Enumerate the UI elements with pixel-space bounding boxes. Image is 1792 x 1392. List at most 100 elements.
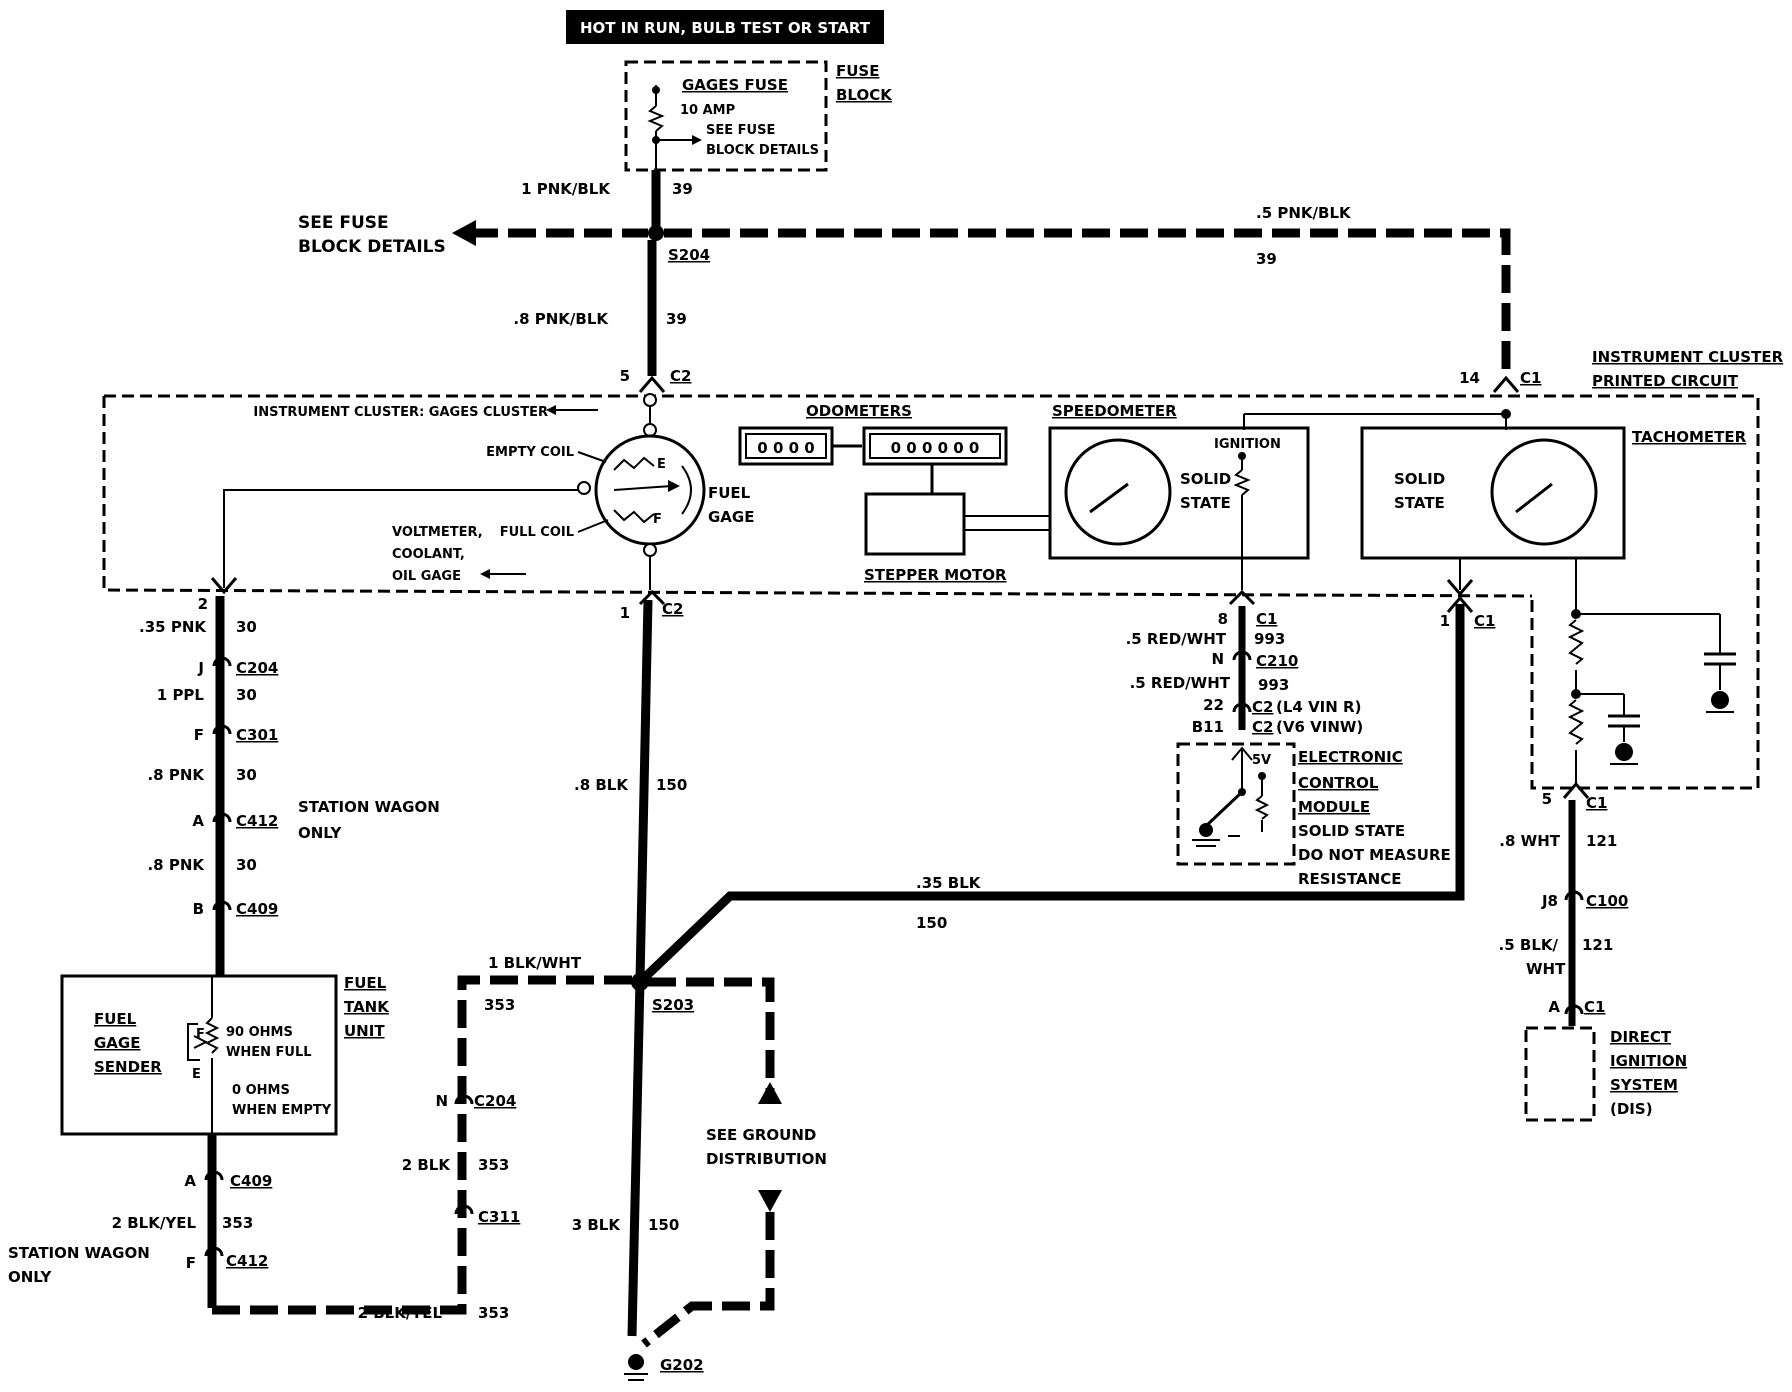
connector-c100-label: C100: [1586, 892, 1628, 910]
wire-39-right: [664, 228, 1511, 374]
connector-c204b-pin: N: [435, 1092, 448, 1110]
connector-c1-dis-top: [1562, 781, 1590, 799]
wire-353-return: [212, 975, 636, 1315]
wire-30-d-gauge: .8 PNK: [147, 856, 205, 874]
power-label-text: HOT IN RUN, BULB TEST OR START: [580, 19, 871, 37]
left-ref-1: SEE FUSE: [298, 213, 389, 233]
ignition-label: IGNITION: [1214, 437, 1281, 452]
dis-line4: (DIS): [1610, 1100, 1653, 1118]
connector-c204b-label: C204: [474, 1092, 516, 1110]
connector-c412b-pin: F: [186, 1254, 196, 1272]
speedometer: SPEEDOMETER IGNITION SOLID STATE: [1048, 402, 1310, 590]
ground-g202: G202: [624, 1354, 704, 1381]
connector-c1-tach-pin: 1: [1440, 612, 1450, 630]
connector-c2-ecm2-note: (V6 VINW): [1276, 718, 1363, 736]
connector-c2-top: [638, 375, 666, 393]
station-wagon-1-line2: ONLY: [298, 824, 343, 842]
connector-c409-label: C409: [236, 900, 278, 918]
wire-353-mid-circuit: 353: [478, 1156, 509, 1174]
fuse-block: GAGES FUSE 10 AMP SEE FUSE BLOCK DETAILS…: [624, 60, 893, 172]
connector-c2-ecm-label: C2: [1252, 698, 1273, 716]
connector-c2-ecm2-pin: B11: [1192, 718, 1224, 736]
cluster-label-2: PRINTED CIRCUIT: [1592, 372, 1739, 390]
connector-c409b-label: C409: [230, 1172, 272, 1190]
wire-gage-to-c2-left: [223, 489, 578, 588]
arrow-left-icon: [452, 220, 476, 246]
connector-c301-label: C301: [236, 726, 278, 744]
odometer-small-digits: 0 0 0 0: [757, 439, 814, 457]
connector-c1-speedo-pin: 8: [1218, 610, 1228, 628]
sender-name-1: FUEL: [94, 1010, 137, 1028]
dis-line2: IGNITION: [1610, 1052, 1687, 1070]
sender-empty-2: WHEN EMPTY: [232, 1103, 332, 1118]
wire-39-top-circuit: 39: [672, 180, 693, 198]
ecm-line5: DO NOT MEASURE: [1298, 846, 1451, 864]
arrow-down-icon: [758, 1190, 782, 1212]
ecm-line6: RESISTANCE: [1298, 870, 1401, 888]
dis-line3: SYSTEM: [1610, 1076, 1678, 1094]
stepper-motor-label: STEPPER MOTOR: [864, 566, 1007, 584]
fuel-tank-unit: FUEL GAGE SENDER F E 90 OHMS WHEN FULL 0…: [60, 974, 390, 1136]
odometer-large-digits: 0 0 0 0 0 0: [891, 439, 980, 457]
empty-coil-label: EMPTY COIL: [486, 445, 574, 460]
wire-353-sender-circuit: 353: [222, 1214, 253, 1232]
splice-s203: S203: [652, 996, 694, 1014]
splice-s204-dot: [648, 225, 664, 241]
tach-ground-network: [1567, 609, 1736, 784]
connector-c2-ecm2-label: C2: [1252, 718, 1273, 736]
wire-353-top-circuit: 353: [484, 996, 515, 1014]
wire-353-mid-gauge: 2 BLK: [402, 1156, 452, 1174]
fuel-gage-f: F: [653, 512, 662, 527]
connector-c1-speedo: [1228, 589, 1256, 606]
ecm-line3: MODULE: [1298, 798, 1370, 816]
voltmeter-label-1: VOLTMETER,: [392, 525, 483, 540]
fuse-rating: 10 AMP: [680, 103, 735, 118]
wire-30-c-circuit: 30: [236, 766, 257, 784]
cluster-outline-right: [104, 394, 1760, 790]
sender-e: E: [192, 1067, 201, 1082]
tank-unit-3: UNIT: [344, 1022, 385, 1040]
wire-30-b-circuit: 30: [236, 686, 257, 704]
fuel-gage-e: E: [657, 457, 666, 472]
connector-c1-dis-top-pin: 5: [1542, 790, 1552, 808]
sender-f: F: [196, 1027, 205, 1042]
wire-39-down-circuit: 39: [666, 310, 687, 328]
fuse-block-label-2: BLOCK: [836, 86, 893, 104]
tach-solid-1: SOLID: [1394, 470, 1445, 488]
connector-c412-label: C412: [236, 812, 278, 830]
ground-g202-label: G202: [660, 1356, 704, 1374]
splice-s204: S204: [668, 246, 710, 264]
connector-c2-bottom-pin: 1: [620, 604, 630, 622]
odometers-label: ODOMETERS: [806, 402, 912, 420]
ground-icon-2: [1615, 743, 1633, 761]
wire-150-right: [636, 604, 1465, 986]
wire-150-bottom-circuit: 150: [648, 1216, 679, 1234]
electronic-control-module: 5V ELECTRONIC CONTROL MODULE SOLID STATE…: [1176, 742, 1451, 888]
wire-121-a-circuit: 121: [1586, 832, 1617, 850]
connector-c2-ecm-note: (L4 VIN R): [1276, 698, 1361, 716]
tachometer: SOLID STATE TACHOMETER: [1360, 414, 1747, 612]
connector-c2-top-label: C2: [670, 367, 691, 385]
fuse-see-1: SEE FUSE: [706, 123, 775, 138]
wire-993-a-circuit: 993: [1254, 630, 1285, 648]
connector-c409b-pin: A: [184, 1172, 196, 1190]
wire-121-b-circuit: 121: [1582, 936, 1613, 954]
station-wagon-2-line2: ONLY: [8, 1268, 53, 1286]
tachometer-label: TACHOMETER: [1632, 428, 1747, 446]
wire-150-main: [627, 599, 653, 1337]
full-coil-label: FULL COIL: [500, 525, 574, 540]
power-label: HOT IN RUN, BULB TEST OR START: [566, 10, 884, 44]
wire-353-top-gauge: 1 BLK/WHT: [488, 954, 582, 972]
wire-150-mid-circuit: 150: [656, 776, 687, 794]
sender-full-1: 90 OHMS: [226, 1025, 293, 1040]
connector-c210-label: C210: [1256, 652, 1298, 670]
connector-c210-pin: N: [1211, 650, 1224, 668]
connector-c1-top: [1492, 375, 1520, 393]
wire-30-c-gauge: .8 PNK: [147, 766, 205, 784]
connector-c412-pin: A: [192, 812, 204, 830]
fuel-gage-dial: [594, 434, 706, 546]
wire-ground-dist-top: [648, 977, 775, 1090]
connector-c2-bottom-label: C2: [662, 600, 683, 618]
connector-c204-label: C204: [236, 659, 278, 677]
connector-c409-pin: B: [193, 900, 204, 918]
